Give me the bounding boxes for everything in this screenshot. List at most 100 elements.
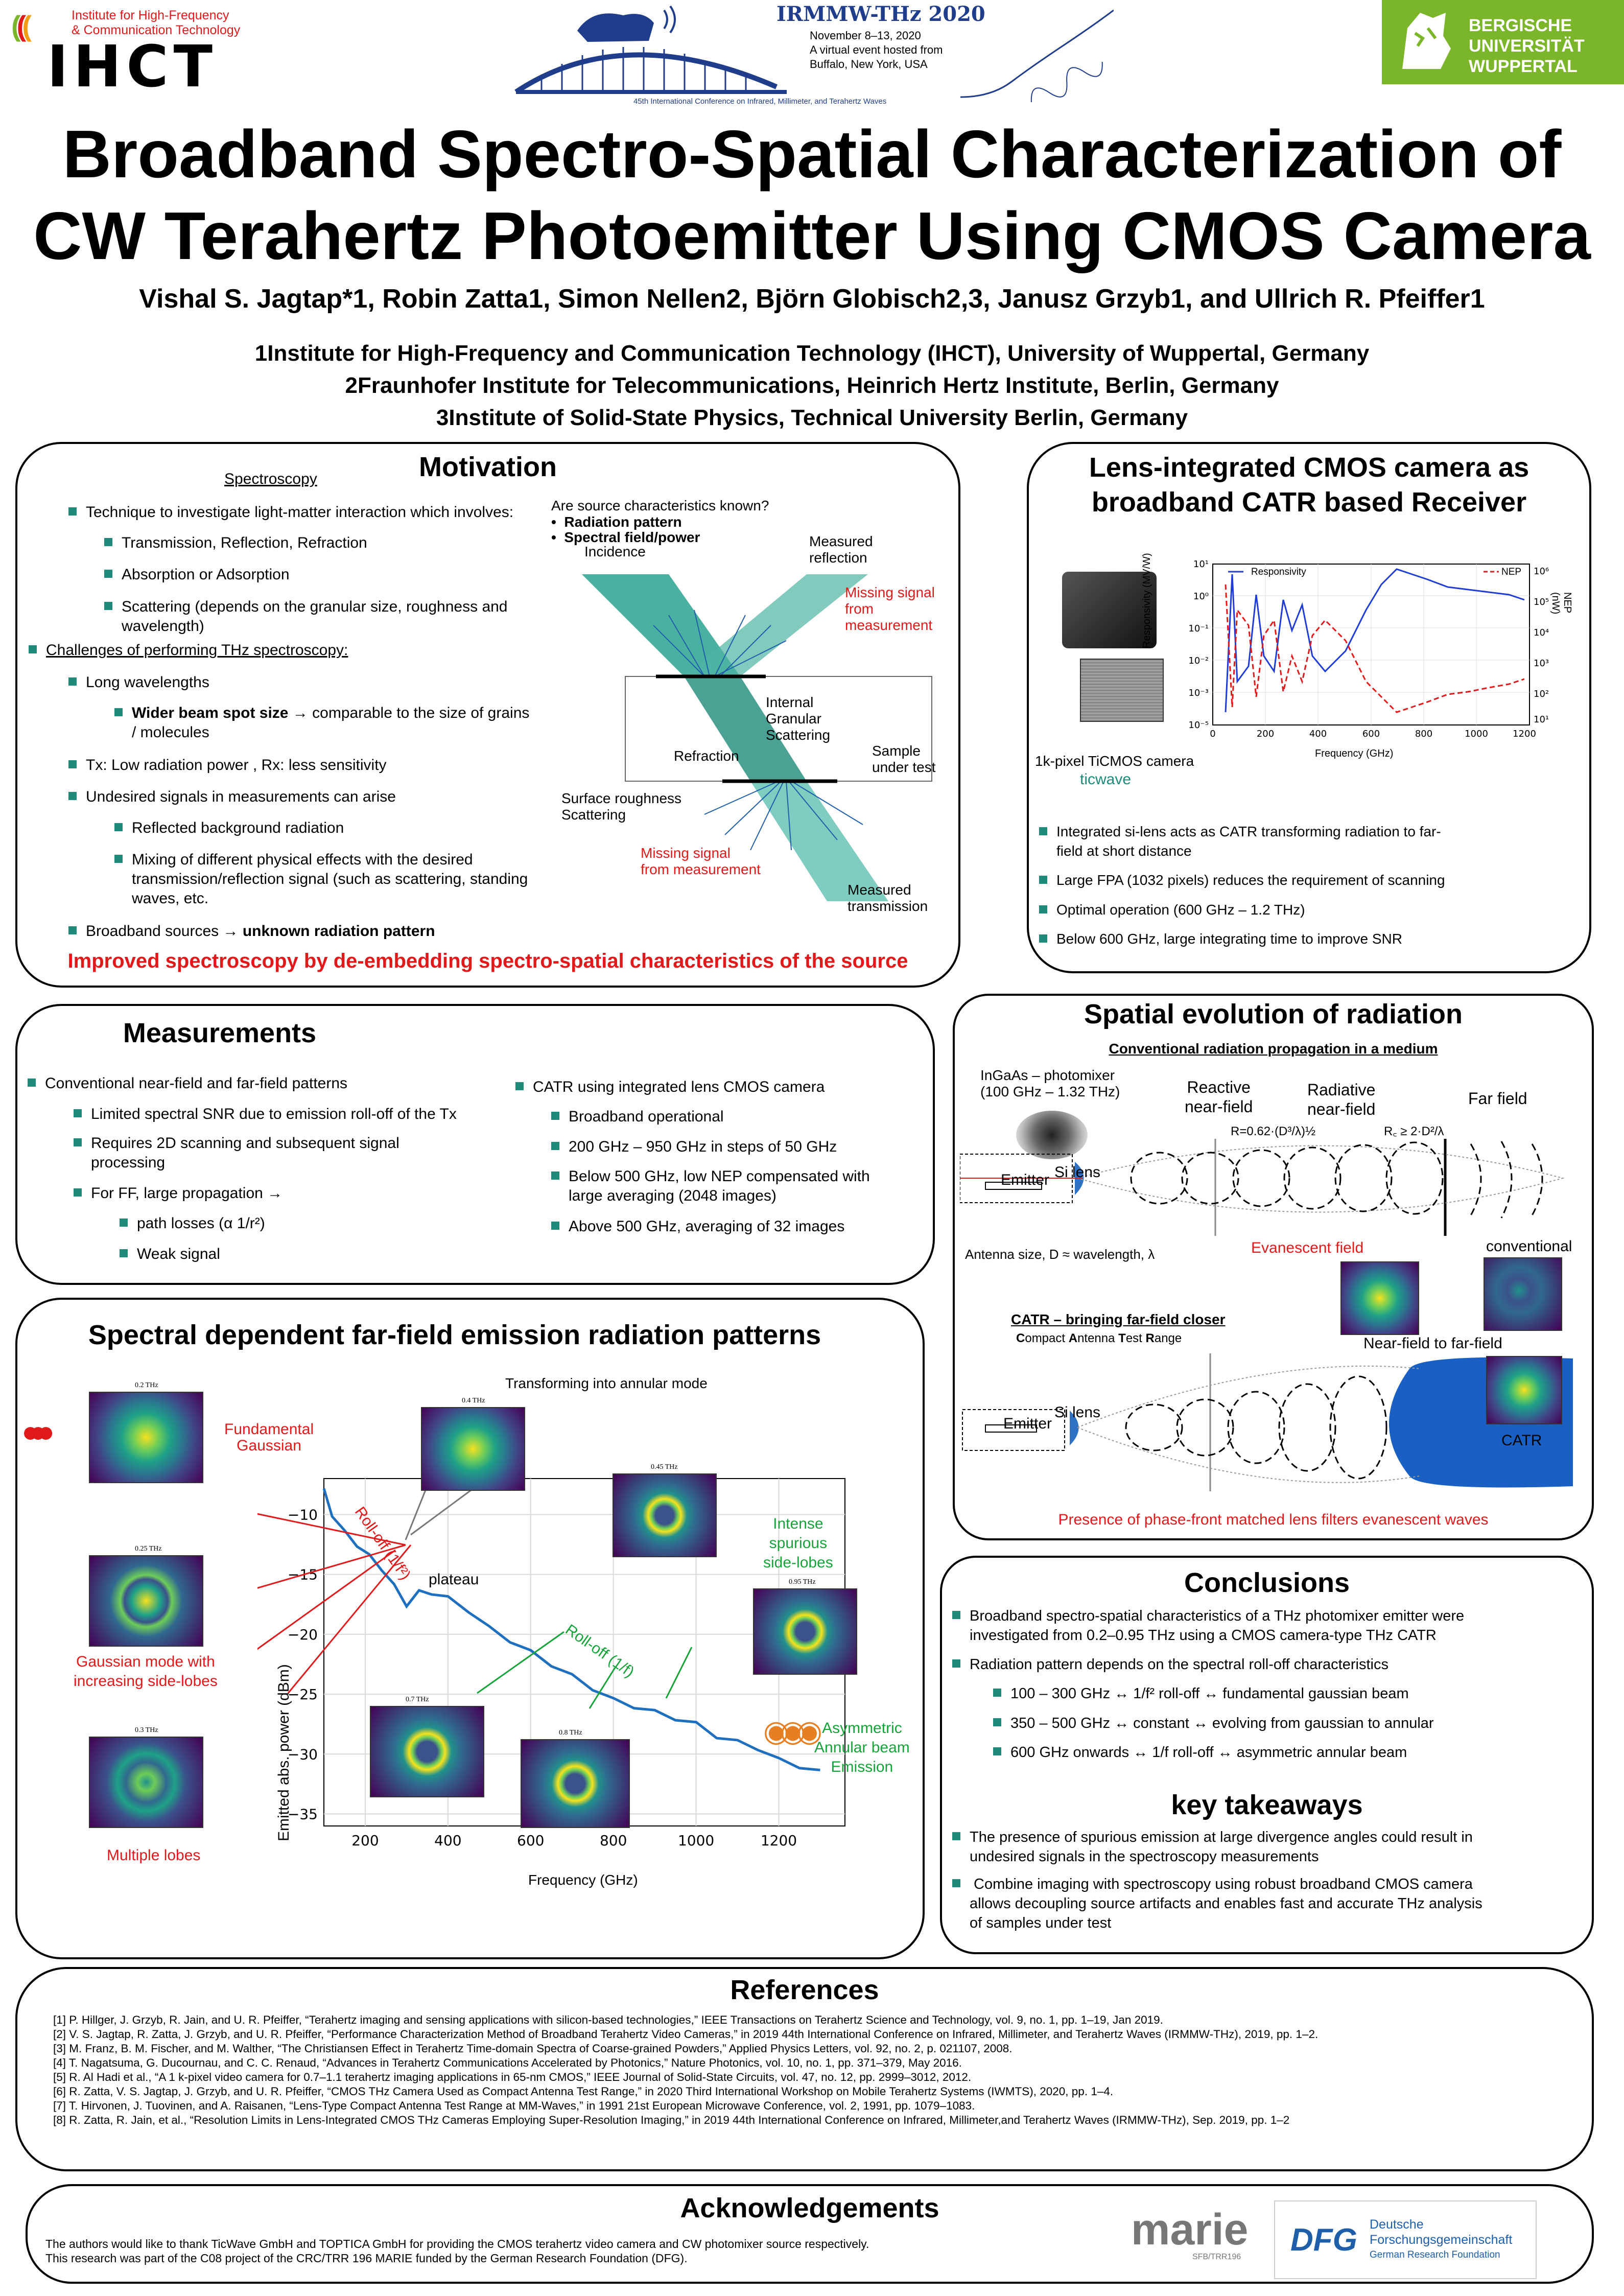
svg-text:10⁻¹: 10⁻¹ xyxy=(1188,623,1209,634)
kt-1b: undesired signals in the spectroscopy me… xyxy=(970,1848,1319,1865)
dfg-line2: Forschungsgemeinschaft xyxy=(1370,2233,1513,2247)
svg-text:10⁰: 10⁰ xyxy=(1193,591,1209,602)
phasefront-label: Presence of phase-front matched lens fil… xyxy=(1058,1511,1489,1528)
diagram-surface2: Scattering xyxy=(561,807,626,823)
thumb-025thz xyxy=(89,1555,203,1647)
fund-1: Fundamental xyxy=(224,1421,314,1438)
thumb-04-title: 0.4 THz xyxy=(462,1397,485,1404)
lens-b2: Large FPA (1032 pixels) reduces the requ… xyxy=(1056,872,1445,888)
title-line1: Broadband Spectro-Spatial Characterizati… xyxy=(62,116,1562,192)
thumb-045thz xyxy=(613,1473,717,1557)
reference-7: [7] T. Hirvonen, J. Tuovinen, and A. Rai… xyxy=(53,2099,975,2112)
farfield-label: Far field xyxy=(1468,1089,1527,1108)
meas-r1c2: large averaging (2048 images) xyxy=(569,1187,776,1204)
measurements-panel: Measurements Conventional near-field and… xyxy=(15,1004,935,1285)
chart-xtick-label: 1000 xyxy=(678,1832,714,1849)
authors: Vishal S. Jagtap*1, Robin Zatta1, Simon … xyxy=(139,284,1485,314)
reference-1: [1] P. Hillger, J. Grzyb, R. Jain, and U… xyxy=(53,2013,1163,2026)
thumb-03thz xyxy=(89,1737,203,1828)
mot-b1c1: Scattering (depends on the granular size… xyxy=(122,598,508,615)
ihct-wordmark: IHCT xyxy=(47,34,218,100)
diagram-meas-refl-1: Measured xyxy=(809,533,873,549)
diagram-internal1: Internal xyxy=(766,694,814,710)
emitter2-label: Emitter xyxy=(1003,1415,1052,1432)
svg-text:10²: 10² xyxy=(1534,689,1549,699)
conference-dates: November 8–13, 2020 xyxy=(810,29,921,42)
affiliation-2: 2Fraunhofer Institute for Telecommunicat… xyxy=(345,373,1279,398)
motivation-conclusion: Improved spectroscopy by de-embedding sp… xyxy=(67,950,908,972)
catr-label: CATR xyxy=(1501,1432,1542,1449)
conclusions-panel: Conclusions Broadband spectro-spatial ch… xyxy=(940,1556,1594,1954)
conclusions-title: Conclusions xyxy=(1184,1567,1350,1598)
ack-line1: The authors would like to thank TicWave … xyxy=(45,2237,869,2251)
radiative-1: Radiative xyxy=(1307,1081,1376,1099)
dfg-line3: German Research Foundation xyxy=(1370,2250,1500,2260)
chart-xtick-label: 1200 xyxy=(761,1832,797,1849)
ingaas-2: (100 GHz – 1.32 THz) xyxy=(980,1084,1120,1099)
reactive-1: Reactive xyxy=(1187,1078,1251,1096)
mot-b2c2-1: Mixing of different physical effects wit… xyxy=(132,851,473,868)
chip-photo xyxy=(1080,659,1164,722)
conc-b2: Radiation pattern depends on the spectra… xyxy=(970,1656,1388,1673)
mot-b1b: Absorption or Adsorption xyxy=(122,566,290,583)
svg-text:10⁻⁵: 10⁻⁵ xyxy=(1188,720,1209,731)
spatial-subtitle: Conventional radiation propagation in a … xyxy=(1109,1041,1438,1057)
ihct-name-line1: Institute for High-Frequency xyxy=(72,8,229,22)
camera-photo xyxy=(1062,572,1157,648)
lens-b1b: field at short distance xyxy=(1056,843,1192,859)
affiliation-1: 1Institute for High-Frequency and Commun… xyxy=(254,341,1370,366)
mot-b2c: Undesired signals in measurements can ar… xyxy=(86,788,396,805)
svg-text:800: 800 xyxy=(1415,729,1432,739)
gauss-1: Gaussian mode with xyxy=(76,1653,215,1670)
diagram-sample2: under test xyxy=(872,759,936,775)
camera-label: 1k-pixel TiCMOS camera xyxy=(1035,753,1194,769)
meas-r1: CATR using integrated lens CMOS camera xyxy=(533,1079,825,1095)
catr-heatmap xyxy=(1486,1356,1562,1424)
conc-b1a: Broadband spectro-spatial characteristic… xyxy=(970,1608,1465,1624)
affiliations: 1Institute for High-Frequency and Commun… xyxy=(0,337,1624,434)
chart-ytick-label: −20 xyxy=(288,1626,318,1643)
thumb-04thz xyxy=(421,1407,525,1491)
svg-text:10³: 10³ xyxy=(1534,658,1549,669)
buw-lion-icon xyxy=(1402,13,1451,69)
lens-panel: Lens-integrated CMOS camera as broadband… xyxy=(1027,442,1591,973)
bridge-bison-icon xyxy=(514,5,787,95)
conference-fullname: 45th International Conference on Infrare… xyxy=(633,97,887,106)
svg-text:10¹: 10¹ xyxy=(1193,559,1209,570)
lens-title-1: Lens-integrated CMOS camera as xyxy=(1089,452,1529,483)
diagram-missing2a: Missing signal xyxy=(641,845,731,861)
marie-sub: SFB/TRR196 xyxy=(1192,2253,1241,2261)
reference-6: [6] R. Zatta, V. S. Jagtap, J. Grzyb, an… xyxy=(53,2085,1114,2098)
meas-r1b: 200 GHz – 950 GHz in steps of 50 GHz xyxy=(569,1138,837,1155)
dfg-wordmark: DFG xyxy=(1290,2222,1357,2258)
nearfield-heatmap xyxy=(1340,1261,1419,1335)
conc-b2a: 100 – 300 GHz ↔ 1/f² roll-off ↔ fundamen… xyxy=(1010,1685,1409,1702)
thumb-095thz xyxy=(753,1588,857,1675)
chart-xtick-label: 200 xyxy=(351,1832,379,1849)
mot-b1: Technique to investigate light-matter in… xyxy=(86,504,514,521)
mot-b1c2: wavelength) xyxy=(122,618,204,635)
svg-text:10⁻³: 10⁻³ xyxy=(1188,688,1209,698)
diagram-sample1: Sample xyxy=(872,743,921,759)
affiliation-3: 3Institute of Solid-State Physics, Techn… xyxy=(436,405,1188,430)
intense-3: side-lobes xyxy=(763,1554,833,1571)
mot-b2: Challenges of performing THz spectroscop… xyxy=(46,642,348,659)
svg-text:0: 0 xyxy=(1210,729,1215,739)
annular-beam-icon: ◉◉◉ xyxy=(763,1715,822,1748)
ihct-logo: ((( Institute for High-Frequency & Commu… xyxy=(11,5,256,100)
meas-l1b1: Requires 2D scanning and subsequent sign… xyxy=(91,1135,399,1152)
ack-panel: Acknowledgements The authors would like … xyxy=(26,2184,1594,2284)
lens-b3: Optimal operation (600 GHz – 1.2 THz) xyxy=(1056,902,1305,918)
kt-1a: The presence of spurious emission at lar… xyxy=(970,1829,1473,1845)
diagram-meas-tr1: Measured xyxy=(848,882,911,898)
plateau-label: plateau xyxy=(429,1571,479,1588)
kt-2a: Combine imaging with spectroscopy using … xyxy=(970,1876,1473,1892)
spatial-panel: Spatial evolution of radiation Conventio… xyxy=(953,994,1594,1540)
chart-xtick-label: 400 xyxy=(434,1832,461,1849)
reference-3: [3] M. Franz, B. M. Fischer, and M. Walt… xyxy=(53,2042,1013,2055)
svg-text:10⁵: 10⁵ xyxy=(1534,597,1549,607)
meas-l1c1: path losses (α 1/r²) xyxy=(137,1215,265,1232)
chart-xlabel-main: Frequency (GHz) xyxy=(528,1872,638,1888)
buw-line1: BERGISCHE xyxy=(1469,16,1572,35)
